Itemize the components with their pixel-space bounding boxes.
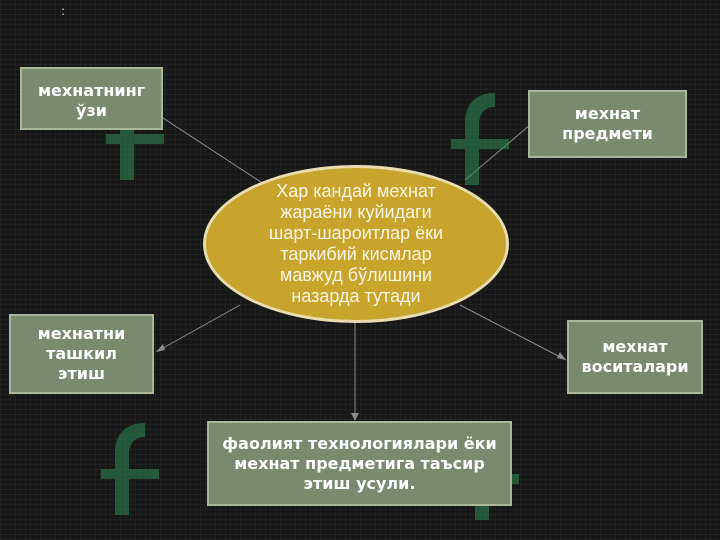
node-technology-methods: фаолият технологиялари ёки мехнат предме… (207, 421, 512, 506)
corner-mark: : (61, 4, 66, 18)
connector-top-left (162, 117, 271, 189)
connector-mid-left (155, 304, 241, 353)
central-ellipse: Хар кандай мехнат жараёни куйидаги шарт-… (203, 165, 509, 323)
arrowhead-mid-right (557, 352, 566, 360)
arrowhead-mid-left (156, 344, 165, 352)
node-labor-means: мехнат воситалари (567, 320, 703, 394)
connector-mid-right (459, 304, 567, 361)
arrowhead-bottom (351, 413, 359, 421)
node-labor-subject: мехнат предмети (528, 90, 687, 158)
node-labor-organization: мехнатни ташкил этиш (9, 314, 154, 394)
node-labor-itself: мехнатнинг ўзи (20, 67, 163, 130)
watermark-logo-icon (101, 423, 159, 515)
watermark-logo-icon (451, 93, 509, 185)
